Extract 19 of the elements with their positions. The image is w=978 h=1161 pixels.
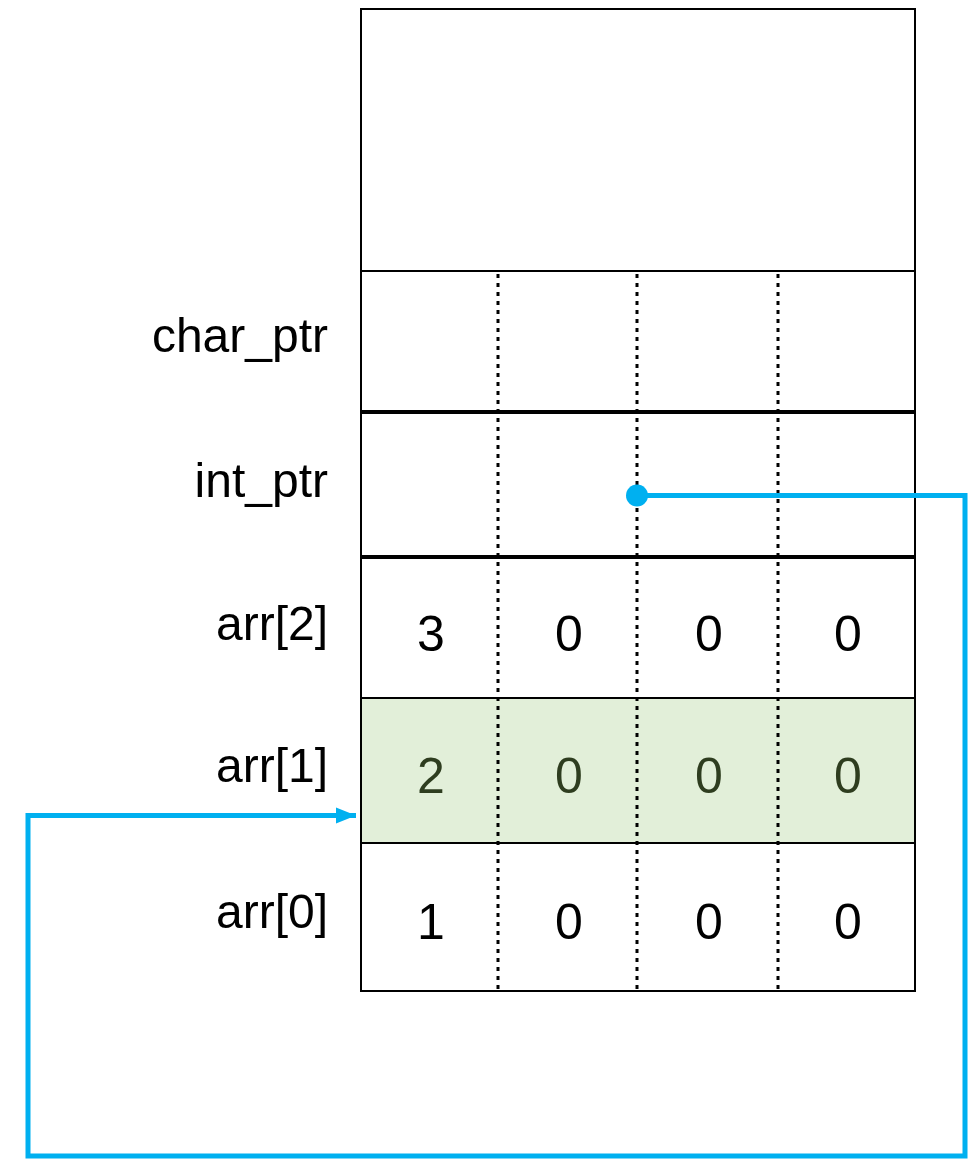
- variable-label: int_ptr: [194, 456, 328, 505]
- cell-value: 0: [834, 750, 862, 801]
- cell-value: 0: [695, 897, 723, 947]
- variable-label: arr[2]: [215, 600, 328, 648]
- variable-label: arr[1]: [215, 741, 328, 790]
- cell-value: 3: [417, 609, 445, 659]
- cell-value: 0: [834, 897, 862, 947]
- variable-label: char_ptr: [151, 312, 328, 360]
- cell-value: 0: [695, 750, 723, 801]
- variable-label: arr[0]: [215, 888, 328, 936]
- cell-value: 0: [555, 897, 583, 947]
- cell-value: 0: [695, 609, 723, 659]
- memory-block: [360, 8, 916, 272]
- cell-value: 1: [417, 897, 445, 947]
- cell-value: 0: [555, 750, 583, 801]
- cell-value: 0: [555, 609, 583, 659]
- pointer-arrow: [25, 484, 968, 1159]
- cell-value: 2: [417, 750, 445, 801]
- cell-value: 0: [834, 609, 862, 659]
